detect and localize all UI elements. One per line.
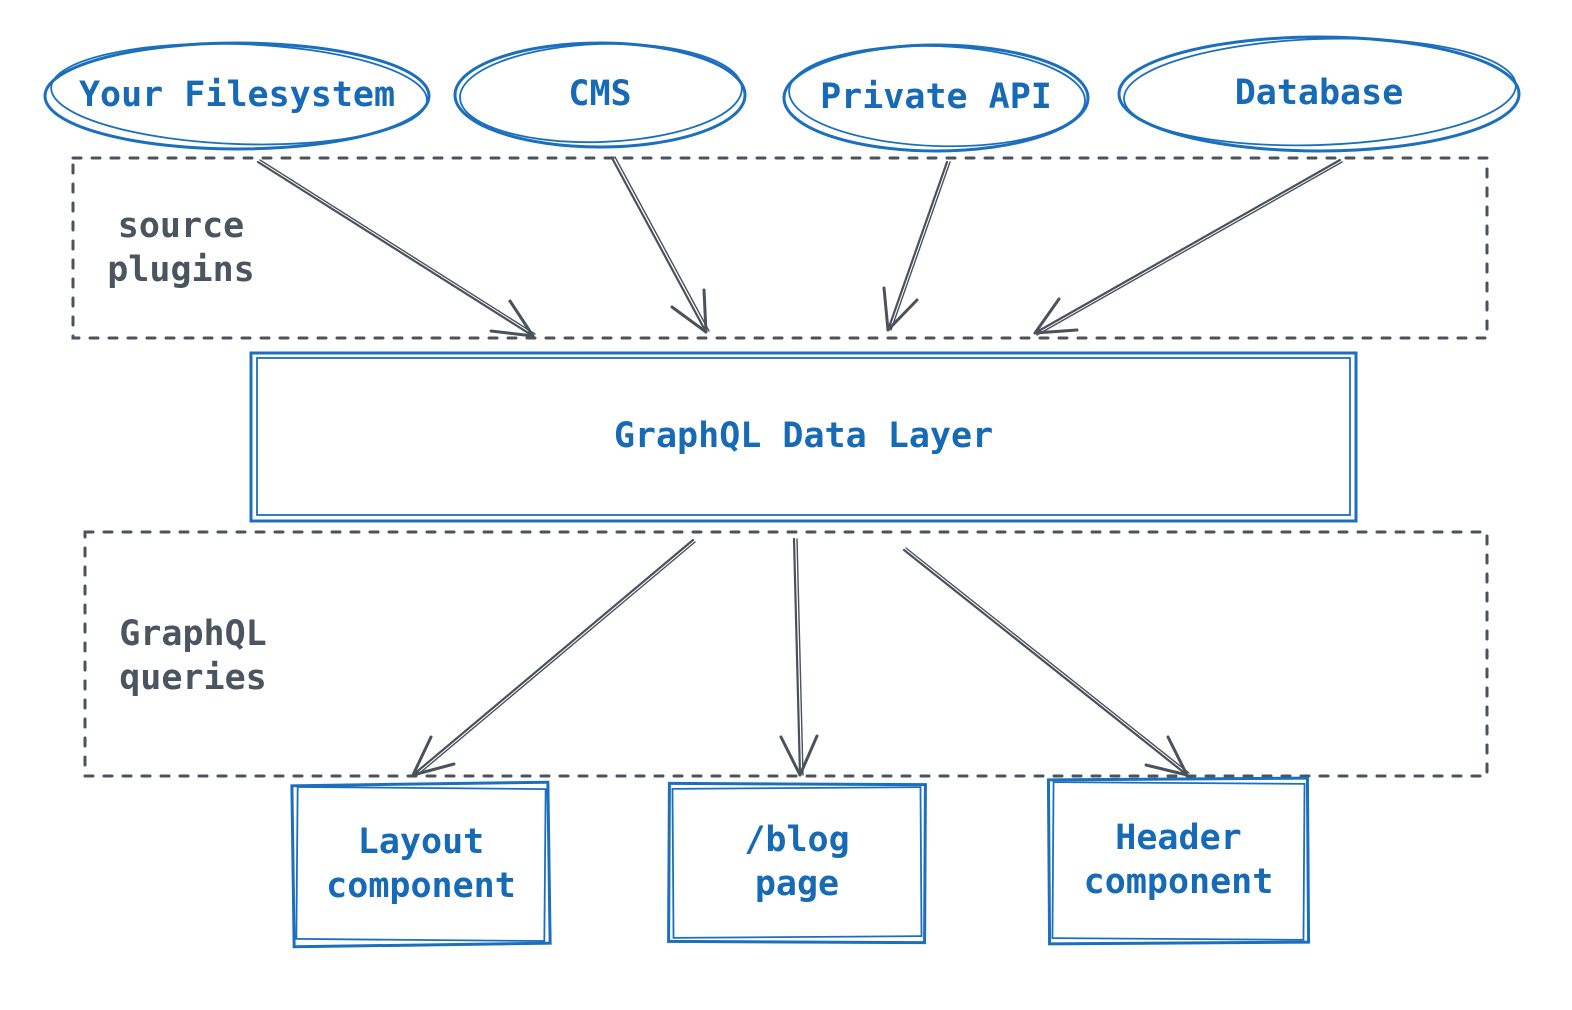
graphql-data-layer-label: GraphQL Data Layer xyxy=(251,353,1356,521)
output-label-text: Header component xyxy=(1083,818,1274,902)
source-node-private-api xyxy=(782,43,1090,153)
source-label-text: Database xyxy=(1234,73,1404,114)
source-label-private-api: Private API xyxy=(783,44,1089,152)
output-label-text: Layout component xyxy=(326,821,516,906)
arrow-data-layer-to-header-component xyxy=(902,547,1190,777)
output-box-header-component xyxy=(1046,776,1311,946)
source-node-your-filesystem xyxy=(43,41,431,151)
stage-label-text: GraphQL queries xyxy=(119,614,267,698)
arrow-data-layer-to-layout-component xyxy=(411,538,696,778)
source-label-database: Database xyxy=(1118,36,1520,152)
output-label-blog-page: /blog page xyxy=(669,784,925,942)
source-label-cms: CMS xyxy=(454,42,746,148)
output-box-blog-page xyxy=(667,781,927,945)
stage-label-text: source plugins xyxy=(107,206,255,290)
source-label-text: Private API xyxy=(820,77,1052,118)
source-label-text: CMS xyxy=(568,74,632,115)
output-box-layout-component xyxy=(290,780,552,949)
graphql-queries-stage-label: GraphQL queries xyxy=(83,607,303,707)
output-label-header-component: Header component xyxy=(1049,779,1308,943)
arrow-data-layer-to-blog-page xyxy=(779,537,819,777)
source-label-your-filesystem: Your Filesystem xyxy=(44,42,430,150)
arrow-your-filesystem-to-data-layer xyxy=(256,159,536,338)
arrow-private-api-to-data-layer xyxy=(882,160,951,332)
source-node-database xyxy=(1117,35,1521,153)
source-plugins-stage-label: source plugins xyxy=(71,199,291,299)
source-label-text: Your Filesystem xyxy=(78,75,396,116)
data-layer-label-text: GraphQL Data Layer xyxy=(613,416,994,457)
graphql-data-layer-box xyxy=(249,351,1358,523)
output-label-text: /blog page xyxy=(744,820,850,904)
source-plugins-region xyxy=(71,156,1489,340)
arrow-cms-to-data-layer xyxy=(610,156,710,334)
output-label-layout-component: Layout component xyxy=(293,784,549,945)
graphql-queries-region xyxy=(83,530,1489,778)
arrow-database-to-data-layer xyxy=(1033,158,1343,336)
source-node-cms xyxy=(453,41,747,149)
